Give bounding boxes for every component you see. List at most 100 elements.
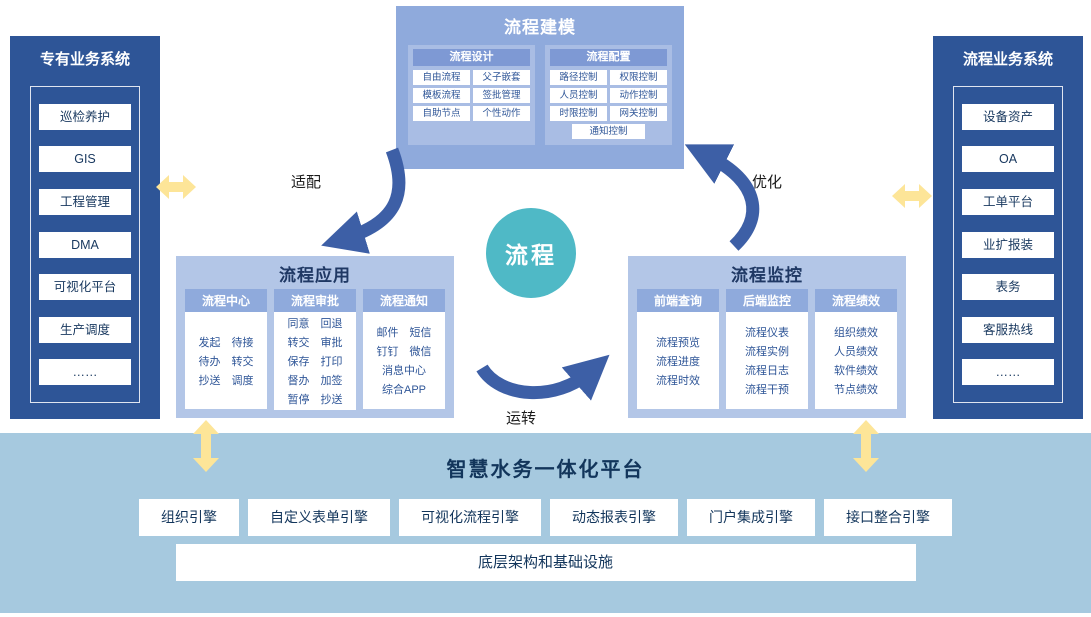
column-header: 流程绩效 bbox=[815, 289, 897, 312]
system-item: 客服热线 bbox=[962, 316, 1054, 343]
content-line: 流程仪表 bbox=[745, 327, 789, 339]
content-line: 抄送 调度 bbox=[198, 374, 254, 387]
engine-box: 接口整合引擎 bbox=[824, 499, 952, 536]
system-item: OA bbox=[962, 146, 1054, 173]
content-line: 节点绩效 bbox=[834, 384, 878, 396]
proprietary-systems-frame: 巡检养护 GIS 工程管理 DMA 可视化平台 生产调度 …… bbox=[30, 86, 140, 403]
process-monitoring-title: 流程监控 bbox=[731, 266, 803, 285]
column-header: 前端查询 bbox=[637, 289, 719, 312]
proprietary-systems-panel: 专有业务系统 巡检养护 GIS 工程管理 DMA 可视化平台 生产调度 …… bbox=[10, 36, 160, 419]
column-process-performance: 流程绩效 组织绩效 人员绩效 软件绩效 节点绩效 bbox=[815, 289, 897, 409]
process-application-title: 流程应用 bbox=[279, 266, 351, 285]
content-line: 消息中心 bbox=[382, 365, 426, 377]
system-item-ellipsis: …… bbox=[962, 359, 1054, 386]
engine-row: 组织引擎 自定义表单引擎 可视化流程引擎 动态报表引擎 门户集成引擎 接口整合引… bbox=[0, 499, 1091, 536]
optimize-label: 优化 bbox=[752, 174, 783, 191]
left-link-double-arrow bbox=[156, 175, 196, 199]
process-application-columns: 流程中心 发起 待接 待办 转交 抄送 调度 流程审批 同意 回退 转交 审批 … bbox=[185, 289, 445, 410]
system-item: 设备资产 bbox=[962, 103, 1054, 130]
adapt-curved-arrow bbox=[321, 147, 406, 254]
column-header: 后端监控 bbox=[726, 289, 808, 312]
column-content: 流程仪表 流程实例 流程日志 流程干预 bbox=[726, 312, 808, 409]
process-monitoring-panel: 流程监控 前端查询 流程预览 流程进度 流程时效 后端监控 流程仪表 流程实例 … bbox=[628, 256, 906, 418]
config-item: 网关控制 bbox=[610, 106, 667, 121]
column-content: 流程预览 流程进度 流程时效 bbox=[637, 312, 719, 409]
process-design-title: 流程设计 bbox=[413, 49, 530, 66]
engine-box: 门户集成引擎 bbox=[687, 499, 815, 536]
process-modeling-panel: 流程建模 流程设计 自由流程 父子嵌套 模板流程 签批管理 自助节点 个性动作 … bbox=[396, 6, 684, 169]
engine-box: 可视化流程引擎 bbox=[399, 499, 541, 536]
content-line: 暂停 抄送 bbox=[287, 394, 343, 406]
content-line: 待办 转交 bbox=[198, 355, 254, 368]
engine-box: 动态报表引擎 bbox=[550, 499, 678, 536]
content-line: 组织绩效 bbox=[834, 327, 878, 339]
design-item: 自助节点 bbox=[413, 106, 470, 121]
config-item: 时限控制 bbox=[550, 106, 607, 121]
column-process-notification: 流程通知 邮件 短信 钉钉 微信 消息中心 综合APP bbox=[363, 289, 445, 409]
column-backend-monitor: 后端监控 流程仪表 流程实例 流程日志 流程干预 bbox=[726, 289, 808, 409]
system-item: DMA bbox=[39, 231, 131, 258]
config-item: 权限控制 bbox=[610, 70, 667, 85]
proprietary-systems-title: 专有业务系统 bbox=[39, 51, 130, 68]
adapt-label: 适配 bbox=[291, 174, 322, 191]
column-content: 邮件 短信 钉钉 微信 消息中心 综合APP bbox=[363, 312, 445, 409]
column-content: 发起 待接 待办 转交 抄送 调度 bbox=[185, 312, 267, 409]
content-line: 软件绩效 bbox=[834, 365, 878, 377]
content-line: 流程日志 bbox=[745, 365, 789, 377]
infrastructure-box: 底层架构和基础设施 bbox=[175, 544, 916, 581]
design-item: 自由流程 bbox=[413, 70, 470, 85]
process-core-circle: 流程 bbox=[486, 208, 576, 298]
platform-title: 智慧水务一体化平台 bbox=[446, 459, 645, 481]
process-monitoring-columns: 前端查询 流程预览 流程进度 流程时效 后端监控 流程仪表 流程实例 流程日志 … bbox=[637, 289, 897, 409]
process-design-grid: 自由流程 父子嵌套 模板流程 签批管理 自助节点 个性动作 bbox=[413, 70, 530, 121]
content-line: 人员绩效 bbox=[834, 346, 878, 358]
column-content: 同意 回退 转交 审批 保存 打印 督办 加签 暂停 抄送 bbox=[274, 312, 356, 410]
design-item: 模板流程 bbox=[413, 88, 470, 103]
operate-curved-arrow bbox=[476, 354, 610, 401]
design-item: 签批管理 bbox=[473, 88, 530, 103]
content-line: 综合APP bbox=[381, 384, 426, 396]
content-line: 保存 打印 bbox=[287, 356, 343, 368]
column-header: 流程通知 bbox=[363, 289, 445, 312]
content-line: 转交 审批 bbox=[287, 337, 343, 349]
system-item: 工单平台 bbox=[962, 188, 1054, 215]
process-config-title: 流程配置 bbox=[550, 49, 667, 66]
design-item: 个性动作 bbox=[473, 106, 530, 121]
config-item: 人员控制 bbox=[550, 88, 607, 103]
process-business-systems-title: 流程业务系统 bbox=[962, 51, 1053, 68]
optimize-curved-arrow bbox=[684, 144, 760, 251]
process-modeling-body: 流程设计 自由流程 父子嵌套 模板流程 签批管理 自助节点 个性动作 流程配置 … bbox=[396, 38, 684, 145]
process-config-group: 流程配置 路径控制 权限控制 人员控制 动作控制 时限控制 网关控制 通知控制 bbox=[545, 45, 672, 145]
engine-box: 组织引擎 bbox=[139, 499, 239, 536]
content-line: 发起 待接 bbox=[198, 336, 254, 349]
process-modeling-title: 流程建模 bbox=[504, 18, 576, 37]
engine-box: 自定义表单引擎 bbox=[248, 499, 390, 536]
system-item: GIS bbox=[39, 146, 131, 173]
system-item: 可视化平台 bbox=[39, 274, 131, 301]
content-line: 邮件 短信 bbox=[376, 327, 432, 339]
process-business-systems-frame: 设备资产 OA 工单平台 业扩报装 表务 客服热线 …… bbox=[953, 86, 1063, 403]
column-header: 流程中心 bbox=[185, 289, 267, 312]
system-item: 生产调度 bbox=[39, 316, 131, 343]
column-process-approval: 流程审批 同意 回退 转交 审批 保存 打印 督办 加签 暂停 抄送 bbox=[274, 289, 356, 410]
content-line: 流程实例 bbox=[745, 346, 789, 358]
content-line: 流程进度 bbox=[656, 355, 700, 368]
process-business-systems-panel: 流程业务系统 设备资产 OA 工单平台 业扩报装 表务 客服热线 …… bbox=[933, 36, 1083, 419]
process-application-panel: 流程应用 流程中心 发起 待接 待办 转交 抄送 调度 流程审批 同意 回退 转… bbox=[176, 256, 454, 418]
config-item-footer: 通知控制 bbox=[572, 124, 645, 139]
column-frontend-query: 前端查询 流程预览 流程进度 流程时效 bbox=[637, 289, 719, 409]
process-config-grid: 路径控制 权限控制 人员控制 动作控制 时限控制 网关控制 bbox=[550, 70, 667, 121]
content-line: 流程预览 bbox=[656, 336, 700, 349]
content-line: 流程干预 bbox=[745, 384, 789, 396]
system-item: 工程管理 bbox=[39, 188, 131, 215]
column-content: 组织绩效 人员绩效 软件绩效 节点绩效 bbox=[815, 312, 897, 409]
process-design-group: 流程设计 自由流程 父子嵌套 模板流程 签批管理 自助节点 个性动作 bbox=[408, 45, 535, 145]
config-item: 动作控制 bbox=[610, 88, 667, 103]
config-item: 路径控制 bbox=[550, 70, 607, 85]
design-item: 父子嵌套 bbox=[473, 70, 530, 85]
column-process-center: 流程中心 发起 待接 待办 转交 抄送 调度 bbox=[185, 289, 267, 409]
content-line: 同意 回退 bbox=[287, 318, 343, 330]
column-header: 流程审批 bbox=[274, 289, 356, 312]
system-item: 巡检养护 bbox=[39, 103, 131, 130]
